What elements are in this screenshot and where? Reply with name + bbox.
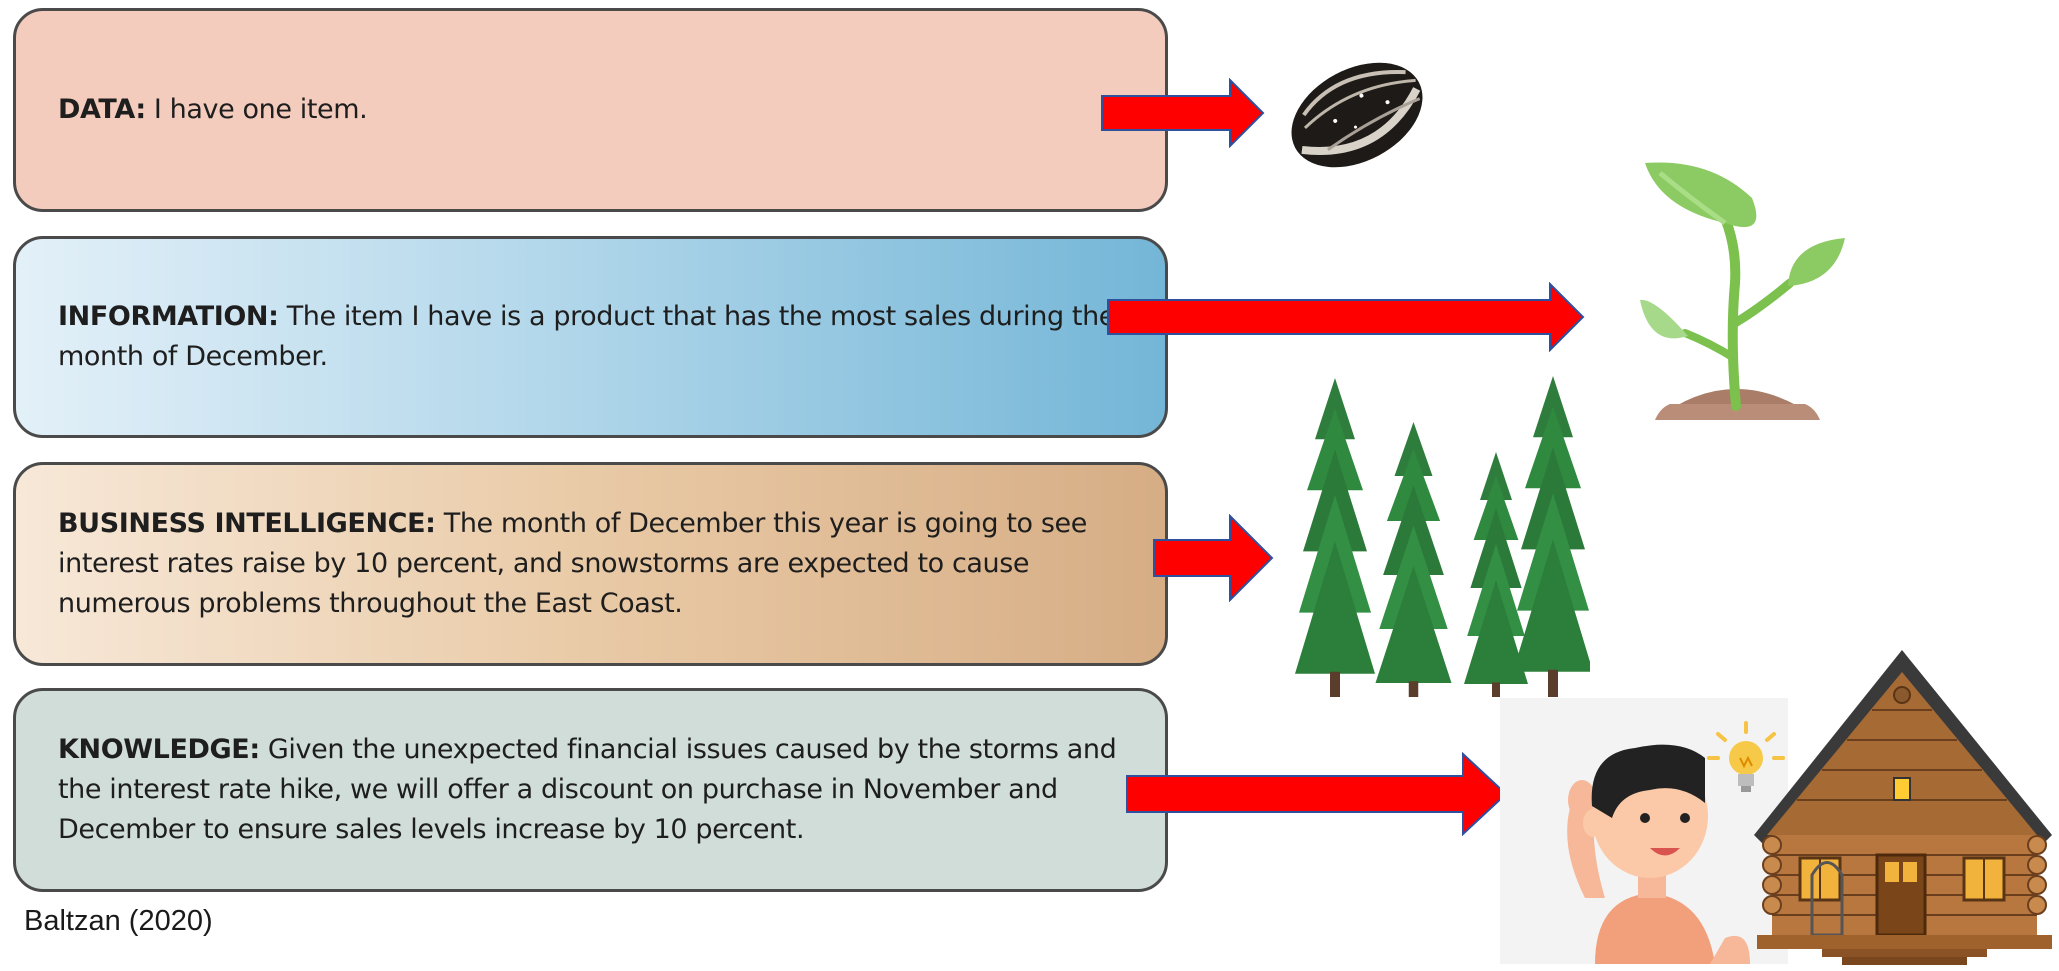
information-text: INFORMATION: The item I have is a produc… — [58, 297, 1131, 377]
seed-icon — [1291, 62, 1423, 168]
information-label: INFORMATION: — [58, 301, 279, 332]
pine-tree — [1513, 376, 1590, 697]
log-cabin-icon — [1754, 650, 2052, 965]
knowledge-box: KNOWLEDGE: Given the unexpected financia… — [13, 688, 1168, 892]
pine-tree — [1375, 422, 1452, 697]
arrow-data-to-seed — [1101, 78, 1265, 148]
arrow-business-intelligence-to-trees — [1153, 514, 1274, 602]
knowledge-text: KNOWLEDGE: Given the unexpected financia… — [58, 730, 1131, 850]
business-intelligence-description: The month of December this year is going… — [58, 508, 1087, 619]
arrow-knowledge-to-person — [1126, 752, 1508, 836]
business-intelligence-box: BUSINESS INTELLIGENCE: The month of Dece… — [13, 462, 1168, 666]
information-box: INFORMATION: The item I have is a produc… — [13, 236, 1168, 438]
data-description: I have one item. — [153, 94, 368, 125]
business-intelligence-text: BUSINESS INTELLIGENCE: The month of Dece… — [58, 504, 1131, 624]
sprout-icon — [1640, 162, 1845, 420]
data-text: DATA: I have one item. — [58, 90, 368, 130]
knowledge-description: Given the unexpected financial issues ca… — [58, 734, 1117, 845]
knowledge-label: KNOWLEDGE: — [58, 734, 260, 765]
data-label: DATA: — [58, 94, 146, 125]
pine-trees-icon — [1295, 376, 1590, 697]
data-box: DATA: I have one item. — [13, 8, 1168, 212]
arrow-information-to-sprout — [1107, 282, 1585, 352]
information-description: The item I have is a product that has th… — [58, 301, 1116, 372]
lightbulb-icon — [1707, 721, 1785, 792]
source-caption: Baltzan (2020) — [24, 905, 213, 937]
pine-tree — [1464, 452, 1528, 697]
business-intelligence-label: BUSINESS INTELLIGENCE: — [58, 508, 436, 539]
pine-tree — [1295, 378, 1375, 697]
